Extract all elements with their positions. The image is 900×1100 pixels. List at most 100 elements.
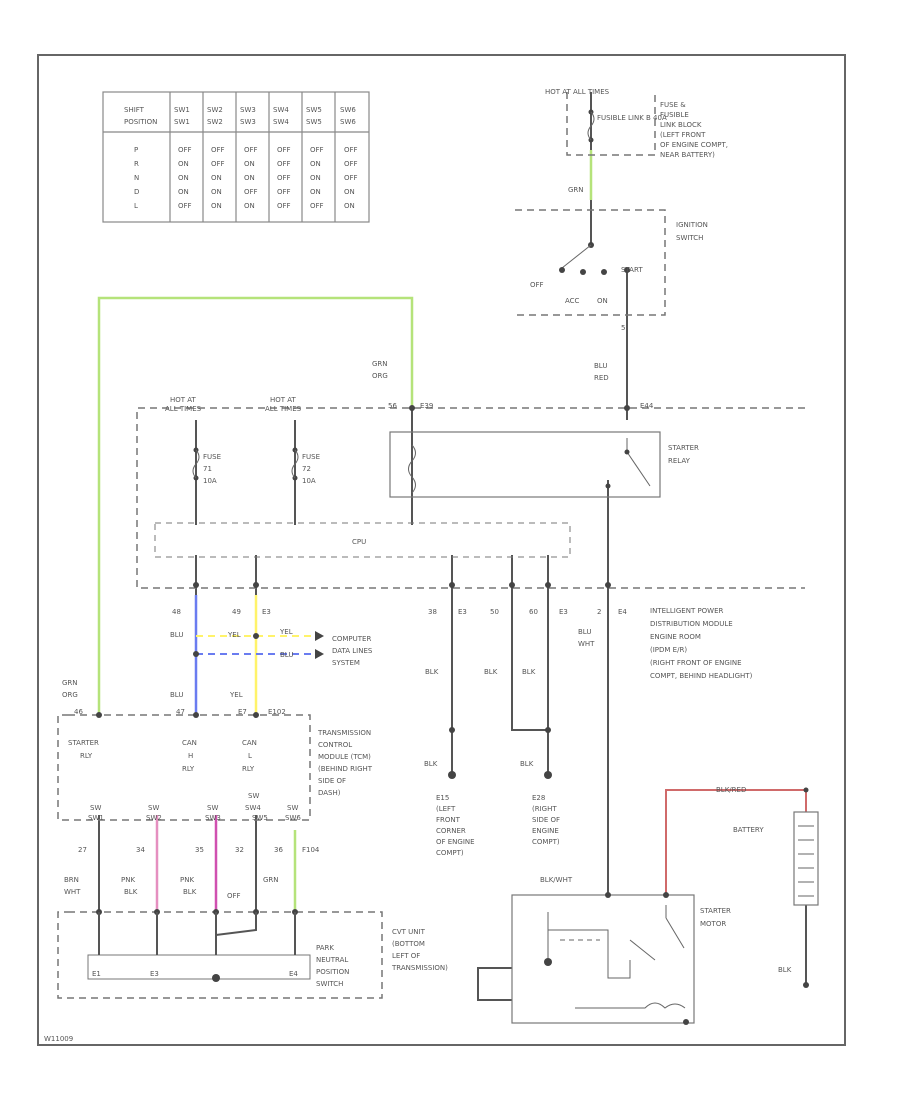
starter-motor: STARTER MOTOR BLK/WHT	[511, 876, 731, 1025]
tcm-sw6-b: SW6	[285, 814, 301, 822]
ignition-off-label: OFF	[530, 281, 544, 289]
wire-grn-org-loop	[97, 296, 414, 715]
table-header-cell: SW6	[340, 118, 356, 126]
ignition-switch: IGNITION SWITCH OFF START ACC ON 5	[515, 209, 708, 332]
wire-label-blu-lower: BLU	[170, 691, 183, 699]
diagram-frame	[37, 54, 846, 1046]
table-cell: OFF	[344, 160, 358, 168]
table-cell: OFF	[277, 146, 291, 154]
ipdm-pin-top-56: 56	[388, 402, 397, 410]
ipdm-desc-line: (IPDM E/R)	[650, 646, 687, 654]
table-cell: ON	[310, 188, 321, 196]
table-cell: ON	[244, 202, 255, 210]
tcm-pin-32: 32	[235, 846, 244, 854]
wire-label-blu-wht-1: BLU	[578, 628, 591, 636]
ground-e15-desc-line: FRONT	[436, 816, 461, 824]
tcm-conn-e102: E102	[268, 708, 286, 716]
fuse-block-desc-line: LINK BLOCK	[660, 121, 702, 129]
ground-e28-wire: BLK	[520, 760, 534, 768]
data-lines-label-1: COMPUTER	[332, 635, 371, 643]
table-cell: R	[134, 160, 139, 168]
wire-label-grn-org-top-2: ORG	[372, 372, 388, 380]
table-header-cell: SW3	[240, 106, 256, 114]
wire-label-blk-2: BLK	[484, 668, 498, 676]
ipdm-hot1-line2: ALL TIMES	[165, 405, 202, 413]
table-header-cell: SHIFT	[124, 106, 145, 114]
ground-e15-desc-line: COMPT)	[436, 849, 464, 857]
tcm-sw1-a: SW	[90, 804, 101, 812]
table-header-cell: SW5	[306, 106, 322, 114]
hot-at-all-times-label: HOT AT ALL TIMES	[545, 88, 610, 96]
tcm-conn-f104: F104	[302, 846, 320, 854]
wire-label-pnk-blk1-2: BLK	[124, 888, 138, 896]
ipdm-pin-60: 60	[529, 608, 538, 616]
fuse72-label-1: FUSE	[302, 453, 320, 461]
table-cell: ON	[244, 160, 255, 168]
ipdm-desc-line: INTELLIGENT POWER	[650, 607, 724, 615]
wire-label-grn-bottom: GRN	[263, 876, 279, 884]
starter-relay-label-2: RELAY	[668, 457, 691, 465]
table-cell: ON	[178, 160, 189, 168]
fuse-block-desc-line: OF ENGINE COMPT,	[660, 141, 728, 149]
wire-label-yel-right: YEL	[279, 628, 293, 636]
ground-e28-desc-line: COMPT)	[532, 838, 560, 846]
table-cell: OFF	[344, 146, 358, 154]
pnp-label-1: PARK	[316, 944, 334, 952]
ipdm-desc-line: DISTRIBUTION MODULE	[650, 620, 733, 628]
ground-e28-desc-line: SIDE OF	[532, 816, 560, 824]
cpu-label: CPU	[352, 538, 366, 546]
table-cell: ON	[344, 188, 355, 196]
ground-e15-desc-line: E15	[436, 794, 449, 802]
tcm-desc-line: TRANSMISSION	[317, 729, 371, 737]
fuse72-label-3: 10A	[302, 477, 316, 485]
wire-label-blu-left: BLU	[170, 631, 183, 639]
ground-e28-desc-line: E28	[532, 794, 545, 802]
ignition-switch-label-2: SWITCH	[676, 234, 703, 242]
tcm-desc-line: DASH)	[318, 789, 341, 797]
ipdm-hot2-line1: HOT AT	[270, 396, 297, 404]
arrow-data-yel	[315, 631, 324, 641]
tcm-sw3-b: SW3	[205, 814, 221, 822]
tcm-pin-27: 27	[78, 846, 87, 854]
wire-label-blu-wht-2: WHT	[578, 640, 595, 648]
fuse71-label-3: 10A	[203, 477, 217, 485]
ignition-start-label: START	[621, 266, 643, 274]
table-cell: OFF	[344, 174, 358, 182]
tcm-can-l-2: L	[248, 752, 252, 760]
table-header-cell: SW1	[174, 118, 190, 126]
tcm-desc-line: MODULE (TCM)	[318, 753, 371, 761]
tcm-starter-rly-1: STARTER	[68, 739, 99, 747]
starter-relay-label-1: STARTER	[668, 444, 699, 452]
pnp-label-4: SWITCH	[316, 980, 343, 988]
ipdm-hot1-line1: HOT AT	[170, 396, 197, 404]
wire-label-pnk-blk2-1: PNK	[180, 876, 194, 884]
ipdm-pin-48: 48	[172, 608, 181, 616]
wire-label-blu-red-1: BLU	[594, 362, 607, 370]
table-header-cell: SW6	[340, 106, 356, 114]
cpu-box	[154, 522, 571, 558]
table-cell: P	[134, 146, 138, 154]
fuse-and-fusible-link-block: HOT AT ALL TIMES FUSIBLE LINK B 40A FUSE…	[545, 88, 728, 159]
wire-blk-red-battery	[665, 789, 807, 895]
ignition-on-label: ON	[597, 297, 608, 305]
table-cell: ON	[211, 188, 222, 196]
table-cell: OFF	[277, 202, 291, 210]
table-header-cell: SW2	[207, 106, 223, 114]
fuse-block-desc-line: (LEFT FRONT	[660, 131, 706, 139]
tcm-sw2-b: SW2	[146, 814, 162, 822]
ipdm-pin-38: 38	[428, 608, 437, 616]
ipdm-pin-50: 50	[490, 608, 499, 616]
table-cell: ON	[310, 174, 321, 182]
ipdm-conn-e3-a: E3	[262, 608, 271, 616]
tcm-can-l-3: RLY	[242, 765, 255, 773]
ground-e15-desc-line: CORNER	[436, 827, 466, 835]
cvt-unit-pnp-switch: E1 E3 E4 PARK NEUTRAL POSITION SWITCH CV…	[57, 909, 448, 999]
ipdm-conn-e4: E4	[618, 608, 627, 616]
table-cell: OFF	[277, 174, 291, 182]
ipdm-er-module: HOT AT ALL TIMES HOT AT ALL TIMES 56 E39…	[136, 396, 805, 680]
starter-motor-label-2: MOTOR	[700, 920, 726, 928]
fuse-block-desc-line: FUSIBLE	[660, 111, 689, 119]
